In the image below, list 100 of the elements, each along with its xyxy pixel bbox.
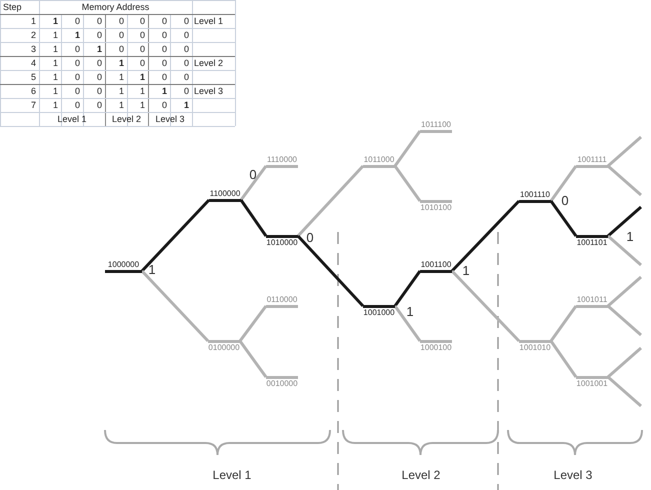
address-bit: 0 bbox=[96, 30, 102, 40]
branch-line bbox=[607, 136, 642, 168]
branch-line bbox=[550, 165, 578, 202]
address-bit: 0 bbox=[140, 16, 145, 26]
address-bit: 0 bbox=[184, 30, 189, 40]
address-bit: 0 bbox=[74, 16, 80, 26]
address-label: 1010000 bbox=[266, 238, 298, 248]
address-bit: 1 bbox=[118, 86, 124, 96]
branch-bit: 0 bbox=[306, 231, 314, 245]
address-bit: 0 bbox=[162, 30, 167, 40]
branch-line bbox=[607, 206, 642, 238]
address-bit: 0 bbox=[140, 44, 145, 54]
address-label: 1000100 bbox=[420, 342, 452, 352]
address-bit: 0 bbox=[74, 86, 80, 96]
branch-line bbox=[450, 270, 520, 342]
step-number: 1 bbox=[30, 16, 36, 26]
branch-bit: 1 bbox=[626, 230, 634, 244]
level-label: Level 1 bbox=[57, 114, 87, 124]
address-bit: 0 bbox=[162, 58, 167, 68]
level-label: Level 3 bbox=[155, 114, 185, 124]
address-label: 1100000 bbox=[209, 188, 241, 198]
address-label: 0100000 bbox=[208, 342, 240, 352]
address-bit: 1 bbox=[52, 100, 58, 110]
address-bit: 1 bbox=[96, 44, 102, 54]
branch-line bbox=[296, 234, 364, 308]
step-number: 6 bbox=[30, 86, 36, 96]
level-label: Level 1 bbox=[194, 16, 224, 26]
address-bit: 0 bbox=[140, 58, 145, 68]
step-number: 3 bbox=[30, 44, 36, 54]
branch-bit: 1 bbox=[406, 305, 414, 319]
address-bit: 1 bbox=[118, 100, 124, 110]
address-bit: 1 bbox=[162, 86, 167, 96]
address-bit: 1 bbox=[140, 72, 145, 82]
address-bit: 1 bbox=[74, 30, 80, 40]
branch-bit: 1 bbox=[148, 263, 156, 277]
branch-line bbox=[607, 346, 642, 378]
address-bit: 1 bbox=[52, 30, 58, 40]
branch-line bbox=[607, 276, 642, 308]
address-bit: 0 bbox=[184, 72, 189, 82]
address-label: 0010000 bbox=[266, 378, 298, 388]
branch-line bbox=[550, 305, 578, 342]
address-bit: 0 bbox=[96, 72, 102, 82]
branch-line bbox=[450, 200, 520, 272]
address-bit: 0 bbox=[140, 30, 145, 40]
address-label: 1001111 bbox=[576, 154, 608, 164]
address-bit: 0 bbox=[184, 16, 189, 26]
address-bit: 1 bbox=[140, 100, 145, 110]
step-number: 4 bbox=[30, 58, 36, 68]
branch-line bbox=[140, 270, 210, 342]
address-bit: 0 bbox=[162, 16, 167, 26]
address-bit: 0 bbox=[74, 72, 80, 82]
branch-line bbox=[238, 340, 268, 378]
address-bit: 0 bbox=[118, 44, 124, 54]
branch-line bbox=[238, 305, 268, 342]
address-bit: 1 bbox=[140, 86, 145, 96]
address-label: 1010100 bbox=[420, 202, 452, 212]
branch-line bbox=[240, 165, 268, 201]
address-bit: 0 bbox=[96, 86, 102, 96]
address-label: 1011000 bbox=[363, 154, 395, 164]
address-label: 1000000 bbox=[106, 260, 140, 270]
address-bit: 0 bbox=[162, 72, 167, 82]
branch-line bbox=[296, 164, 364, 238]
branch-line bbox=[394, 165, 422, 202]
address-bit: 1 bbox=[118, 58, 124, 68]
address-label: 1001010 bbox=[519, 342, 551, 352]
branch-bit: 0 bbox=[561, 194, 569, 208]
branch-line bbox=[607, 376, 642, 408]
level-label: Level 2 bbox=[402, 468, 440, 482]
address-bit: 0 bbox=[184, 58, 189, 68]
address-bit: 1 bbox=[52, 16, 58, 26]
address-label: 1001000 bbox=[363, 308, 395, 318]
branch-line bbox=[550, 340, 578, 378]
address-bit: 1 bbox=[52, 86, 58, 96]
address-bit: 0 bbox=[118, 30, 124, 40]
address-bit: 1 bbox=[118, 72, 124, 82]
address-label: 1110000 bbox=[266, 154, 298, 164]
level-label: Level 2 bbox=[112, 114, 142, 124]
step-number: 7 bbox=[30, 100, 36, 110]
level-label: Level 3 bbox=[194, 86, 224, 96]
address-bit: 1 bbox=[52, 44, 58, 54]
address-bit: 0 bbox=[162, 44, 167, 54]
step-number: 5 bbox=[30, 72, 36, 82]
address-bit: 0 bbox=[74, 44, 80, 54]
address-bit: 1 bbox=[184, 100, 189, 110]
address-bit: 0 bbox=[74, 58, 80, 68]
address-bit: 0 bbox=[96, 16, 102, 26]
address-bit: 0 bbox=[96, 58, 102, 68]
level-label: Level 3 bbox=[554, 468, 592, 482]
address-label: 1001101 bbox=[576, 238, 608, 248]
branch-line bbox=[394, 130, 422, 167]
branch-line bbox=[607, 164, 642, 196]
address-label: 1011100 bbox=[420, 120, 452, 130]
address-label: 1001001 bbox=[576, 378, 608, 388]
address-bit: 0 bbox=[96, 100, 102, 110]
level-label: Level 2 bbox=[194, 58, 224, 68]
level-label: Level 1 bbox=[212, 468, 252, 482]
branch-line bbox=[240, 199, 268, 237]
branch-line bbox=[394, 270, 422, 307]
column-header: Memory Address bbox=[82, 2, 150, 12]
address-label: 1001100 bbox=[420, 260, 452, 270]
